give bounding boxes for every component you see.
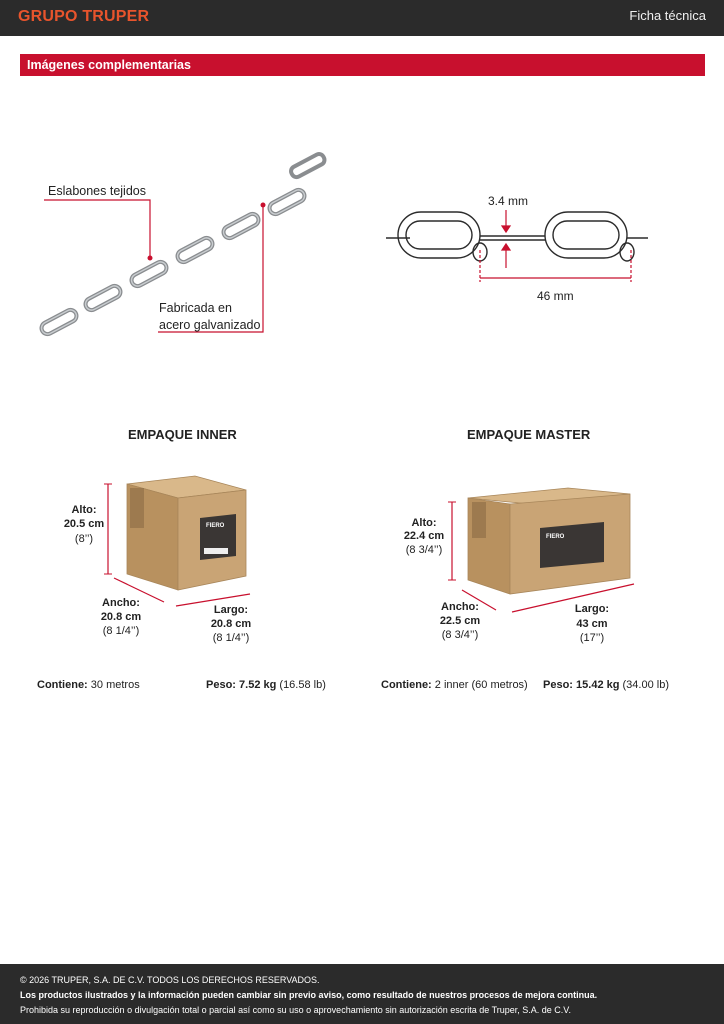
box-brand-label: FIERO [206, 523, 225, 529]
footer-copyright: © 2026 TRUPER, S.A. DE C.V. TODOS LOS DE… [20, 975, 320, 985]
document-type: Ficha técnica [629, 8, 706, 23]
callout-galvanized-line1: Fabricada en [159, 301, 232, 315]
inner-height-label: Alto: [71, 504, 97, 516]
callout-line [158, 205, 264, 333]
section-title-bar: Imágenes complementarias [20, 54, 705, 76]
link-thickness-label: 3.4 mm [488, 194, 529, 208]
section-title: Imágenes complementarias [27, 58, 191, 72]
chain-link-outline [397, 211, 481, 259]
master-height-in: (8 3/4’’) [405, 544, 443, 556]
master-box-illustration: FIERO [448, 487, 635, 613]
inner-length-in: (8 1/4’’) [212, 632, 250, 644]
header-bar: GRUPO TRUPER Ficha técnica [0, 0, 724, 36]
master-width-in: (8 3/4’’) [441, 629, 479, 641]
inner-length-label: Largo: [213, 604, 249, 616]
master-package-title: EMPAQUE MASTER [467, 427, 591, 442]
footer-notice: Los productos ilustrados y la informació… [20, 990, 598, 1000]
box-brand-label: FIERO [546, 534, 565, 540]
chain-link [289, 152, 327, 180]
inner-height-cm: 20.5 cm [63, 518, 105, 530]
link-length-label: 46 mm [537, 289, 574, 303]
callout-woven-links: Eslabones tejidos [48, 184, 146, 198]
master-height-label: Alto: [411, 517, 437, 529]
master-height-cm: 22.4 cm [403, 530, 445, 542]
callout-dot [147, 255, 153, 261]
footer-bar: © 2026 TRUPER, S.A. DE C.V. TODOS LOS DE… [0, 964, 724, 1024]
inner-contents: Contiene: 30 metros [37, 679, 140, 691]
master-width-label: Ancho: [441, 601, 479, 613]
length-dimension [175, 593, 251, 607]
inner-length-cm: 20.8 cm [210, 618, 252, 630]
chain-link-outline [544, 211, 628, 259]
width-dimension [461, 589, 497, 611]
inner-width-in: (8 1/4’’) [102, 625, 140, 637]
brand-logo: GRUPO TRUPER [18, 8, 150, 25]
callout-line [44, 199, 151, 258]
inner-package-title: EMPAQUE INNER [128, 427, 237, 442]
master-contents: Contiene: 2 inner (60 metros) [381, 679, 528, 691]
inner-width-cm: 20.8 cm [100, 611, 142, 623]
master-width-cm: 22.5 cm [439, 615, 481, 627]
master-length-cm: 43 cm [576, 618, 608, 630]
inner-width-label: Ancho: [102, 597, 140, 609]
width-dimension [113, 577, 165, 603]
chain-illustration [39, 152, 327, 337]
master-length-in: (17’’) [579, 632, 605, 644]
inner-weight: Peso: 7.52 kg (16.58 lb) [206, 679, 326, 691]
chain-dimension-drawing [386, 210, 648, 282]
master-weight: Peso: 15.42 kg (34.00 lb) [543, 679, 669, 691]
length-dimension [511, 583, 635, 613]
inner-height-in: (8’’) [74, 533, 94, 545]
callout-dot [260, 202, 266, 208]
inner-box-illustration: FIERO [104, 475, 251, 607]
master-length-label: Largo: [574, 603, 610, 615]
callout-galvanized-line2: acero galvanizado [159, 318, 261, 332]
footer-legal: Prohibida su reproducción o divulgación … [20, 1005, 571, 1015]
